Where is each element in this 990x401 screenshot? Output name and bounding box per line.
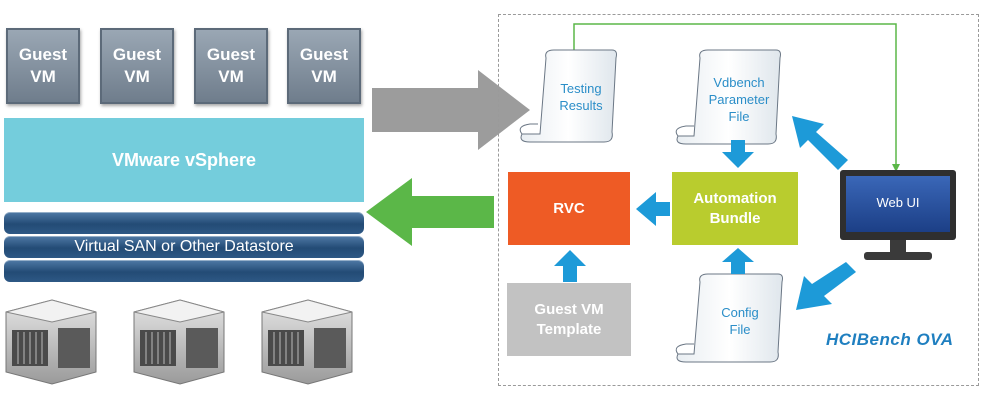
guest-vm-line1: Guest [112,45,162,64]
guest-vm-template-box: Guest VM Template [507,283,631,356]
automation-line1: Automation [693,189,777,207]
vsphere-label: VMware vSphere [111,149,257,170]
guest-vm-box: Guest VM [100,28,174,104]
arrow-vdbench-to-automation [722,140,754,168]
gray-arrow [372,70,530,150]
config-scroll [675,273,783,363]
arrow-config-to-automation [722,248,754,274]
rvc-label: RVC [553,199,585,217]
guest-vm-line1: Guest [299,45,349,64]
guest-vm-line2: VM [311,67,337,86]
config-line2: File [729,322,751,337]
testing-results-line1: Testing [560,81,602,96]
testing-results-scroll [519,49,617,143]
datastore-layer [4,260,364,282]
vdbench-line1: Vdbench [713,75,765,90]
guest-vm-box: Guest VM [194,28,268,104]
automation-bundle-box: Automation Bundle [672,172,798,245]
arrow-automation-to-rvc [636,192,670,226]
monitor-icon [840,170,956,260]
guest-vm-line1: Guest [18,45,68,64]
web-ui-label: Web UI [876,194,920,210]
config-line1: Config [721,305,759,320]
arrow-webui-to-config [796,262,856,310]
ova-frame [498,14,979,386]
server-icon [261,299,353,385]
server-icon [5,299,97,385]
vdbench-line2: Parameter [708,92,770,107]
template-line1: Guest VM [534,300,604,318]
connector-arrowhead [892,164,900,172]
rvc-box: RVC [508,172,630,245]
ova-title: HCIBench OVA [826,330,954,349]
datastore-layer [4,236,364,258]
testing-results-line2: Results [559,98,603,113]
arrow-template-to-rvc [554,250,586,282]
template-line2: Template [536,320,602,338]
datastore-label: Virtual SAN or Other Datastore [74,238,294,255]
vsphere-layer: VMware vSphere [4,118,364,202]
datastore-layer [4,212,364,234]
vdbench-line3: File [728,109,750,124]
testing-results-text: Testing Results [546,80,616,114]
guest-vm-line2: VM [124,67,150,86]
connector-line-testing [573,23,897,168]
guest-vm-line1: Guest [206,45,256,64]
server-icon [133,299,225,385]
vdbench-scroll [675,49,781,145]
green-arrow [366,178,494,246]
vdbench-text: Vdbench Parameter File [698,74,780,125]
guest-vm-box: Guest VM [6,28,80,104]
config-text: Config File [700,304,780,338]
guest-vm-line2: VM [218,67,244,86]
guest-vm-box: Guest VM [287,28,361,104]
arrow-webui-to-vdbench [792,116,848,170]
guest-vm-line2: VM [30,67,56,86]
automation-line2: Bundle [709,209,761,227]
